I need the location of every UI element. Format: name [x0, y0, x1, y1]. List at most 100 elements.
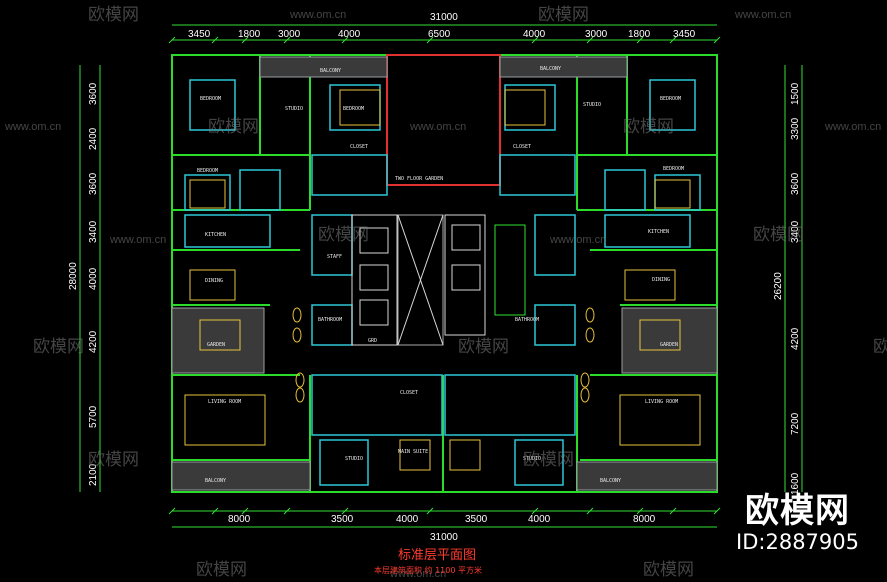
brand-watermark-text: 欧模网 [196, 560, 247, 580]
furniture-piece [189, 269, 236, 301]
top-dimension-label: 4000 [523, 29, 546, 40]
top-dimension-label: 6500 [428, 29, 451, 40]
bottom-dimension-label: 3500 [465, 514, 488, 525]
bottom-dimension-labels: 8000 3500 4000 3500 4000 8000 [228, 514, 656, 525]
top-dimension-label: 3000 [585, 29, 608, 40]
room-label-studio-tr: STUDIO [583, 102, 601, 108]
top-dimension-label: 3450 [673, 29, 696, 40]
url-watermark-text: www.om.cn [734, 9, 791, 21]
right-dimension-label: 4200 [790, 327, 801, 350]
top-total-dimension: 31000 [430, 12, 458, 23]
room-label-studio-b: STUDIO [345, 456, 363, 462]
room-label-closet-c: CLOSET [400, 390, 418, 396]
room-label-balcony-tr: BALCONY [540, 66, 561, 72]
room-label-bedroom-tl: BEDROOM [200, 96, 221, 102]
fixture-symbol [295, 387, 305, 403]
right-total-dimension: 26200 [773, 272, 784, 300]
fixture-symbol [295, 372, 305, 388]
drawing-title: 标准层平面图 [398, 548, 477, 563]
furniture-symbols [184, 89, 701, 471]
room-label-studio-tl: STUDIO [285, 106, 303, 112]
bottom-dimension-label: 8000 [633, 514, 656, 525]
left-dimension-label: 5700 [88, 405, 99, 428]
room-label-balcony-bl: BALCONY [205, 478, 226, 484]
brand-watermark-text: 欧模网 [523, 450, 574, 470]
watermark-layer: 欧模网欧模网欧模网欧模网欧模网欧模网欧模网欧模网欧模网欧模网欧模网欧模网欧模网w… [4, 5, 887, 580]
left-dimension-label: 4200 [88, 330, 99, 353]
furniture-piece [339, 89, 381, 126]
room-label-garden-l: GARDEN [207, 342, 225, 348]
dimension-lines [79, 24, 803, 528]
brand-watermark-text: 欧模网 [873, 337, 887, 357]
brand-watermark-text: 欧模网 [33, 337, 84, 357]
room-label-dining-r: DINING [652, 277, 670, 283]
left-dimension-label: 2100 [88, 463, 99, 486]
url-watermark-text: www.om.cn [4, 121, 61, 133]
room-label-studio-br: STUDIO [523, 456, 541, 462]
brand-name: 欧模网 [745, 491, 851, 531]
fixture-symbol [585, 327, 595, 343]
fixture-symbol [292, 327, 302, 343]
url-watermark-text: www.om.cn [389, 568, 446, 580]
top-dimension-label: 3450 [188, 29, 211, 40]
brand-watermark-text: 欧模网 [318, 225, 369, 245]
furniture-piece [654, 179, 691, 209]
dimension-ticks [168, 36, 721, 515]
brand-watermark-text: 欧模网 [208, 117, 259, 137]
brand-watermark: 欧模网 ID:2887905 [736, 492, 859, 554]
left-total-dimension: 28000 [68, 262, 79, 290]
room-labels: BEDROOM STUDIO BEDROOM CLOSET BALCONY BEDROOM… [197, 66, 684, 484]
room-label-kitchen-l: KITCHEN [205, 232, 226, 238]
furniture-piece [399, 439, 431, 471]
right-dimension-label: 3600 [790, 172, 801, 195]
room-label-grd: GRD [368, 338, 377, 344]
room-label-bathroom-c: BATHROOM [318, 317, 342, 323]
brand-watermark-text: 欧模网 [623, 117, 674, 137]
furniture-piece [184, 394, 266, 446]
room-label-two-floor-garden: TWO FLOOR GARDEN [395, 176, 443, 182]
url-watermark-text: www.om.cn [289, 9, 346, 21]
left-dimension-label: 3600 [88, 82, 99, 105]
bottom-dimension-label: 4000 [528, 514, 551, 525]
right-dimension-label: 3300 [790, 117, 801, 140]
bottom-total-dimension: 31000 [430, 532, 458, 543]
core-elevators-stairs [351, 214, 486, 346]
top-dimension-label: 4000 [338, 29, 361, 40]
furniture-piece [624, 269, 676, 301]
furniture-piece [639, 319, 681, 351]
room-label-balcony-br: BALCONY [600, 478, 621, 484]
room-label-dining-l: DINING [205, 278, 223, 284]
furniture-piece [189, 179, 226, 209]
room-label-bedroom-tr: BEDROOM [660, 96, 681, 102]
bottom-dimension-label: 4000 [396, 514, 419, 525]
fixture-symbol [580, 372, 590, 388]
url-watermark-text: www.om.cn [824, 121, 881, 133]
bottom-dimension-label: 8000 [228, 514, 251, 525]
fixture-symbol [585, 307, 595, 323]
left-dimension-label: 4000 [88, 267, 99, 290]
room-label-garden-r: GARDEN [660, 342, 678, 348]
brand-watermark-text: 欧模网 [88, 5, 139, 25]
room-label-bedroom-tl2: BEDROOM [343, 106, 364, 112]
interior-partitions [184, 79, 701, 486]
left-dimension-label: 2400 [88, 127, 99, 150]
room-label-bedroom-l: BEDROOM [197, 168, 218, 174]
balconies [171, 56, 718, 491]
right-dimension-label: 7200 [790, 412, 801, 435]
brand-watermark-text: 欧模网 [753, 225, 804, 245]
left-dimension-label: 3400 [88, 220, 99, 243]
top-dimension-label: 1800 [238, 29, 261, 40]
bottom-dimension-label: 3500 [331, 514, 354, 525]
url-watermark-text: www.om.cn [109, 234, 166, 246]
room-label-closet-tl: CLOSET [350, 144, 368, 150]
furniture-piece [619, 394, 701, 446]
url-watermark-text: www.om.cn [409, 121, 466, 133]
room-label-living-r: LIVING ROOM [645, 399, 678, 405]
brand-watermark-text: 欧模网 [643, 560, 694, 580]
top-dimension-label: 1800 [628, 29, 651, 40]
room-label-balcony-tl: BALCONY [320, 68, 341, 74]
